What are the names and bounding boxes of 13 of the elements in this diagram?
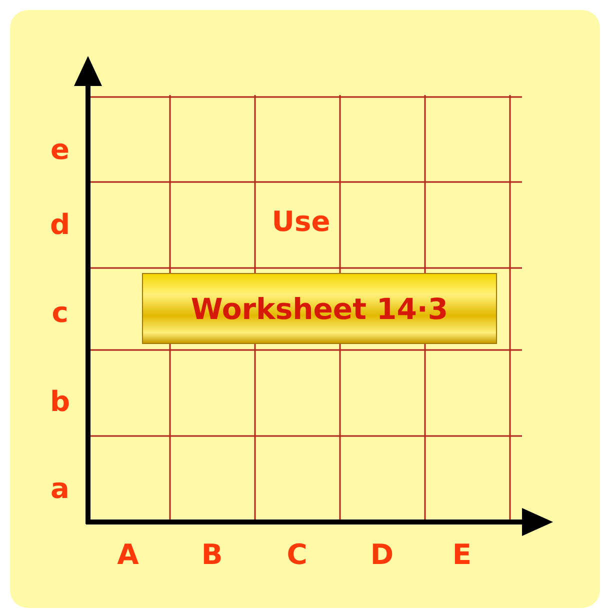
column-label: A (117, 541, 139, 569)
instruction-text: Use (272, 208, 330, 236)
row-label: a (50, 475, 70, 503)
row-label: b (50, 388, 70, 416)
row-label: e (50, 136, 70, 164)
row-label: d (50, 211, 70, 239)
row-label: c (52, 299, 68, 327)
plaque (142, 273, 497, 344)
plaque-text: Worksheet 14·3 (190, 292, 448, 326)
column-label: C (286, 541, 308, 569)
column-label: E (452, 541, 472, 569)
column-label: B (201, 541, 223, 569)
column-label: D (370, 541, 394, 569)
